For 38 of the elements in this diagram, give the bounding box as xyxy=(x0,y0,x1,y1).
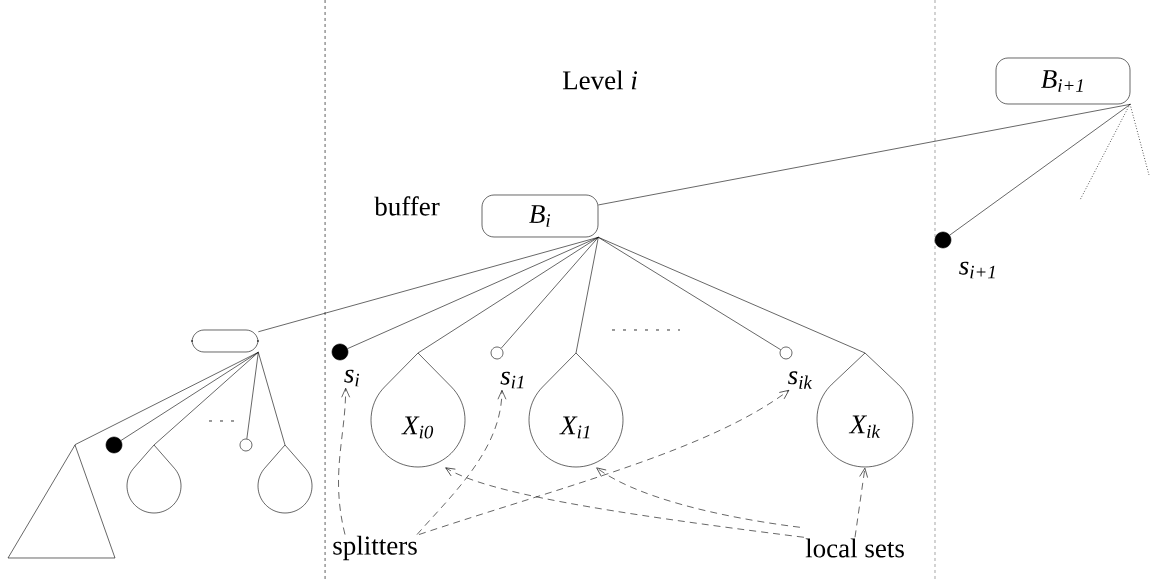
splitter-dot xyxy=(105,436,123,454)
dashed-arrow xyxy=(596,467,801,528)
buffer-box xyxy=(191,329,259,353)
buffer-box: B$_{i+1}$ xyxy=(995,57,1131,105)
splitter-label: s$_{ik}$ xyxy=(788,371,813,389)
tree-line xyxy=(258,237,599,333)
tree-line xyxy=(500,237,599,349)
text-label: buffer xyxy=(374,196,440,216)
local-set-drop: X$_{i0}$ xyxy=(370,352,466,468)
tree-line xyxy=(347,237,599,349)
text-label: splitters xyxy=(333,535,417,561)
tree-line xyxy=(246,352,259,440)
dashed-arrow xyxy=(416,389,507,535)
tree-line xyxy=(575,237,599,354)
splitter-label: s$_{i}$ xyxy=(344,369,360,387)
local-set-drop xyxy=(126,444,182,514)
tree-line xyxy=(598,237,866,354)
tree-line xyxy=(153,352,259,446)
buffer-box: B$_{i}$ xyxy=(481,194,599,238)
tree-line xyxy=(598,104,1131,206)
local-set-drop: X$_{i1}$ xyxy=(528,352,624,468)
local-set-drop: X$_{ik}$ xyxy=(816,352,914,468)
tree-line xyxy=(120,352,259,441)
tree-line xyxy=(417,237,599,354)
text-label: local sets xyxy=(805,538,904,558)
dashed-arrow xyxy=(854,467,868,538)
tree-line xyxy=(74,352,259,446)
subtree-triangle xyxy=(7,444,116,559)
splitter-label: s$_{i+1}$ xyxy=(959,261,995,279)
tree-line xyxy=(598,237,781,350)
text-label: Level i xyxy=(562,70,638,90)
dashed-arrow xyxy=(445,467,805,538)
dashed-arrow xyxy=(338,387,350,535)
splitter-label: s$_{i1}$ xyxy=(500,371,524,389)
tree-line xyxy=(258,352,286,446)
tree-line xyxy=(949,104,1131,236)
dashed-arrow xyxy=(418,389,790,535)
local-set-drop xyxy=(257,444,313,514)
